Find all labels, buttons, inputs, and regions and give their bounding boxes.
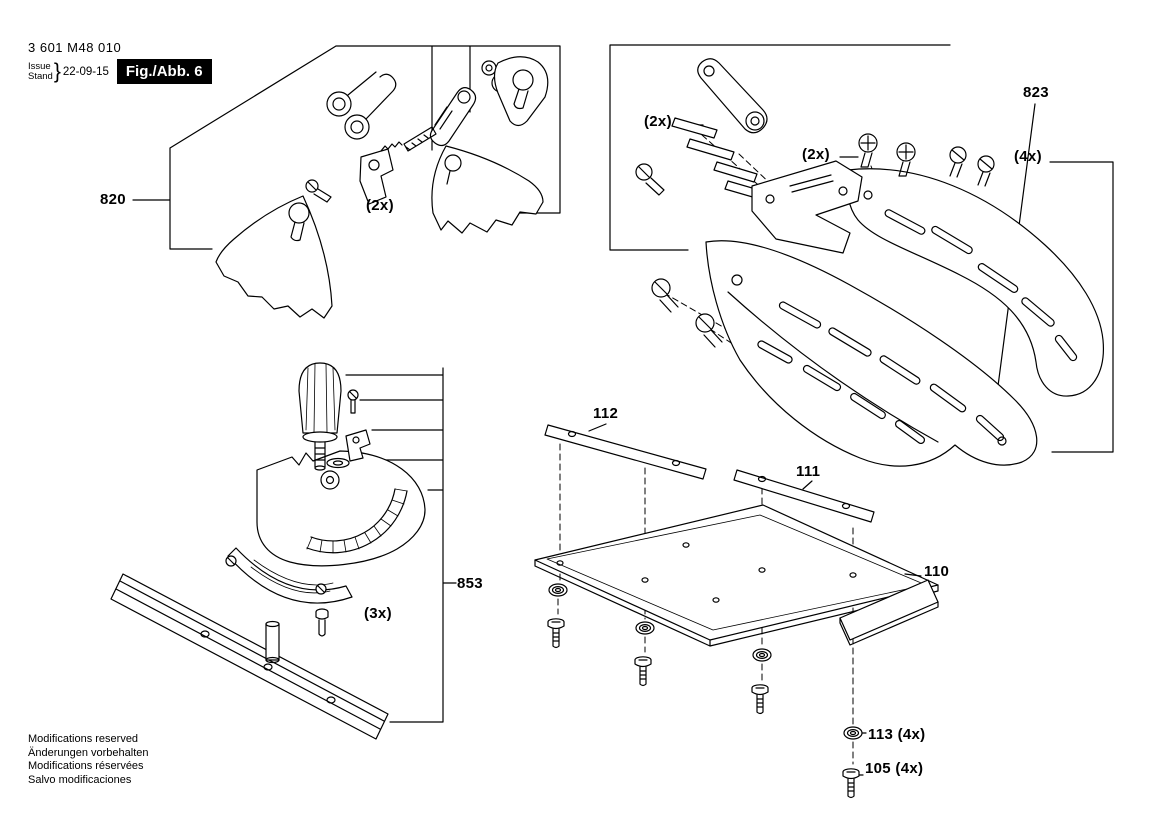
figure-label: Fig./Abb. 6 (116, 59, 212, 84)
callout-qty-guard-pins: (2x) (644, 113, 672, 130)
footer-notes: Modifications reserved Änderungen vorbeh… (28, 733, 148, 787)
callout-823: 823 (1023, 84, 1049, 101)
riving-knife-group (132, 45, 561, 319)
screw-small (305, 179, 332, 203)
guard-bracket (751, 160, 863, 254)
callout-qty-guard-screws-left: (2x) (802, 146, 830, 163)
blade-guard-group (609, 44, 1114, 467)
spring (380, 141, 403, 152)
arc-screw-right (315, 583, 327, 595)
issue-stand-labels: Issue Stand (28, 60, 53, 82)
detent-arc (227, 547, 353, 604)
gauge-body (256, 450, 426, 567)
fence-rail (110, 573, 389, 740)
threaded-stud (403, 126, 437, 152)
insert-strip-111 (733, 469, 875, 523)
label-leaders-113-105 (858, 732, 867, 776)
callout-112: 112 (593, 405, 619, 422)
screw-down (315, 608, 329, 637)
guard-screws-top (858, 133, 995, 187)
release-lever (697, 58, 768, 134)
mounting-bracket-part (359, 148, 394, 205)
lock-knob (298, 362, 342, 471)
guard-shell-front (705, 240, 1038, 467)
title-block: 3 601 M48 010 Issue Stand } 22-09-15 Fig… (28, 40, 212, 84)
spacer-sleeve (265, 620, 280, 664)
callout-qty-guard-screws-right: (4x) (1014, 148, 1042, 165)
callout-qty-blade-parts: (2x) (366, 197, 394, 214)
screw-left (635, 163, 665, 196)
leader-lines-853 (345, 367, 457, 723)
guard-screws-bottom (651, 278, 723, 348)
clamp-lever (429, 87, 477, 147)
footer-note-fr: Modifications réservées (28, 760, 144, 772)
riving-knife-plate (493, 56, 549, 127)
callout-105: 105 (4x) (865, 760, 924, 777)
issue-row: Issue Stand } 22-09-15 Fig./Abb. 6 (28, 59, 212, 84)
footer-note-es: Salvo modificaciones (28, 773, 132, 786)
footer-note-en: Modifications reserved (28, 733, 139, 745)
guard-shell-right (846, 168, 1104, 397)
plate-step-piece (839, 579, 939, 646)
clamp-plate (345, 429, 371, 462)
saw-blade-segment-left (215, 195, 333, 319)
stand-label: Stand (28, 70, 53, 82)
screws-105 (547, 618, 860, 799)
issue-label: Issue (28, 60, 51, 72)
callout-111: 111 (796, 463, 821, 480)
issue-date: 22-09-15 (62, 65, 109, 78)
washer (326, 457, 350, 469)
cup-washers-113 (548, 583, 863, 740)
part-number: 3 601 M48 010 (28, 40, 122, 55)
callout-820: 820 (100, 191, 126, 208)
callout-113: 113 (4x) (868, 726, 926, 743)
insert-strip-112 (544, 423, 707, 480)
saw-blade-segment-right (431, 145, 544, 234)
spring-clip (326, 71, 397, 140)
callout-110: 110 (924, 563, 950, 580)
callout-qty-miter-screws: (3x) (364, 605, 392, 622)
insert-plate-110 (534, 504, 939, 647)
callout-853: 853 (457, 575, 483, 592)
footer-note-de: Änderungen vorbehalten (28, 746, 149, 759)
arc-screw-left (225, 555, 237, 567)
table-insert-group (534, 423, 939, 799)
knob-screw (347, 389, 359, 414)
issue-brace: } (53, 59, 61, 83)
miter-gauge-group (110, 362, 457, 740)
